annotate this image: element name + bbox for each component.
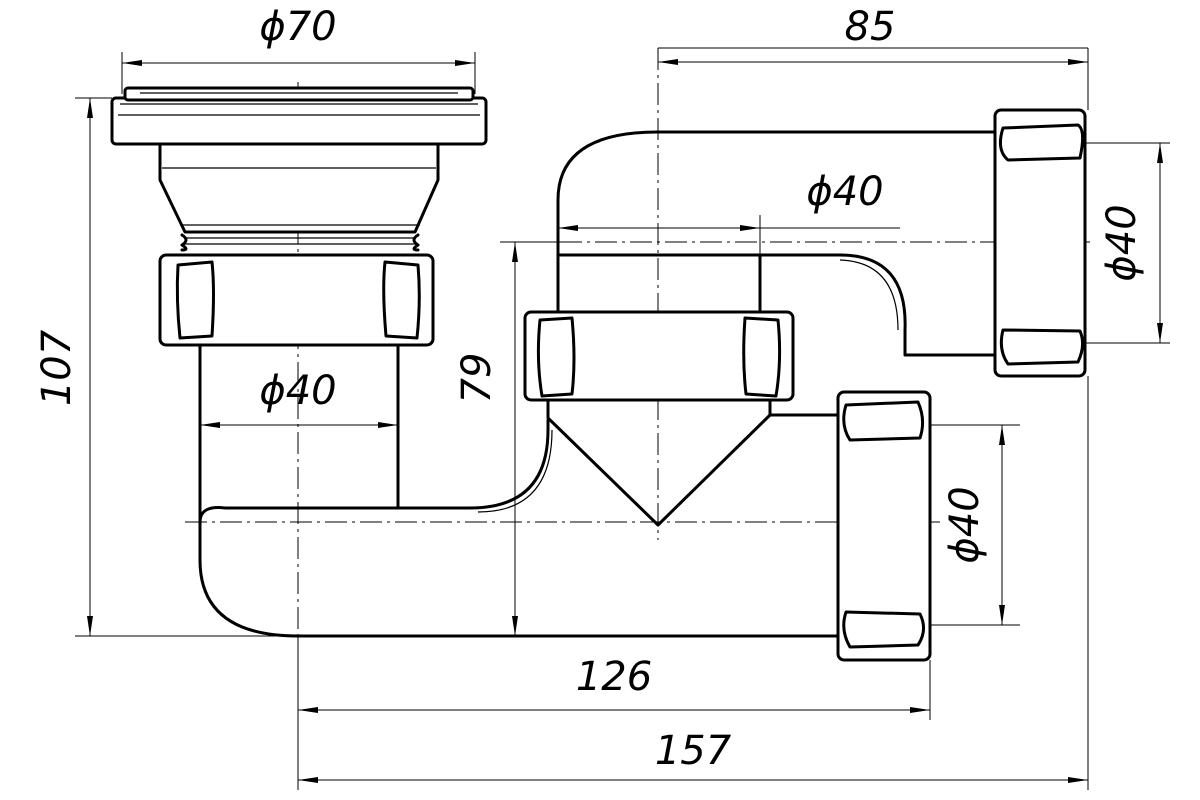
drain-flange bbox=[110, 86, 488, 146]
inlet-height-label: 79 bbox=[454, 353, 500, 404]
overall-length-label: 157 bbox=[655, 728, 732, 774]
dimension-right-upper-diameter: ϕ40 bbox=[1085, 142, 1170, 344]
right-top-union-nut bbox=[993, 108, 1087, 378]
overall-height-label: 107 bbox=[34, 329, 80, 406]
right-bottom-union-nut bbox=[836, 390, 932, 662]
upper-loop-pipe bbox=[556, 130, 997, 357]
drain-body bbox=[158, 142, 440, 234]
inlet-diameter-label: ϕ40 bbox=[259, 368, 336, 414]
tee-cone bbox=[546, 398, 840, 527]
dimension-overall-length: 157 bbox=[298, 376, 1089, 790]
dimension-inlet-height: 79 bbox=[454, 241, 560, 636]
thread-ring bbox=[180, 233, 420, 252]
right-upper-diameter-label: ϕ40 bbox=[1099, 204, 1145, 281]
left-union-nut bbox=[158, 253, 435, 347]
middle-union-nut bbox=[523, 310, 795, 402]
dimension-right-lower-diameter: ϕ40 bbox=[930, 424, 1020, 626]
dimension-top-right-length: 85 bbox=[658, 4, 1089, 110]
dimension-top-diameter: ϕ70 bbox=[121, 4, 476, 94]
mid-length-label: 126 bbox=[576, 654, 652, 700]
top-outlet-diameter-label: ϕ70 bbox=[259, 4, 336, 50]
upper-pipe-diameter-label: ϕ40 bbox=[806, 169, 883, 215]
dimension-overall-height: 107 bbox=[34, 97, 298, 637]
dimension-inlet-diameter: ϕ40 bbox=[200, 368, 398, 428]
top-right-length-label: 85 bbox=[845, 4, 896, 50]
dimension-upper-pipe-diameter: ϕ40 bbox=[558, 169, 900, 312]
dimension-mid-length: 126 bbox=[297, 636, 931, 790]
right-lower-diameter-label: ϕ40 bbox=[942, 486, 988, 563]
